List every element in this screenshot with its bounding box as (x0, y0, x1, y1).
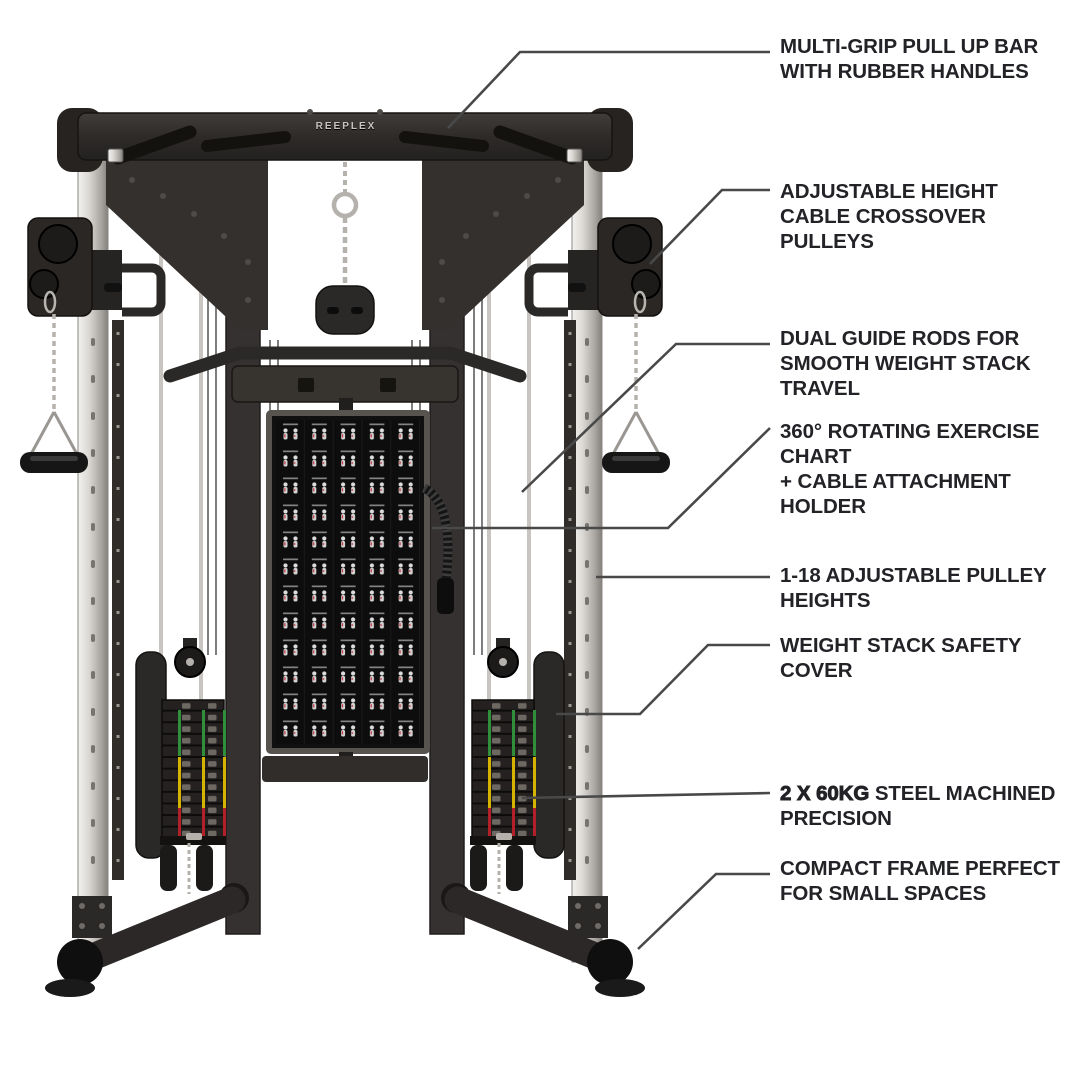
callout-line: WITH RUBBER HANDLES (780, 60, 1029, 83)
callout-exercise-chart: 360° ROTATING EXERCISE CHART + CABLE ATT… (780, 419, 1078, 519)
weight-stack-left (135, 638, 226, 894)
callout-weight-value: 2 X 60KG (780, 782, 870, 806)
leader-weight-stacks (521, 791, 771, 800)
callout-line: CABLE CROSSOVER PULLEYS (780, 205, 986, 253)
brand-logo: REEPLEX (315, 121, 377, 132)
callout-line: HEIGHTS (780, 589, 871, 612)
crossover-pulleys (27, 217, 663, 317)
weight-plates (161, 699, 225, 841)
lower-beam (262, 756, 428, 782)
callout-line: + CABLE ATTACHMENT (780, 470, 1011, 493)
callout-line: WEIGHT STACK SAFETY (780, 634, 1022, 657)
stirrup-handles (20, 314, 670, 473)
carriage-handle (122, 263, 166, 317)
weight-label (186, 833, 202, 840)
callout-line: COVER (780, 659, 853, 682)
pop-pin (568, 283, 586, 292)
callout-line: CHART (780, 445, 852, 468)
rubber-grip (399, 131, 489, 152)
callout-pullup-bar: MULTI-GRIP PULL UP BAR WITH RUBBER HANDL… (780, 34, 1078, 84)
leader-lines (432, 50, 771, 950)
rubber-grip (111, 125, 197, 165)
callout-line: MULTI-GRIP PULL UP BAR (780, 35, 1039, 58)
callout-line: TRAVEL (780, 377, 860, 400)
callout-guide-rods: DUAL GUIDE RODS FOR SMOOTH WEIGHT STACK … (780, 326, 1078, 401)
callout-line: COMPACT FRAME PERFECT (780, 857, 1060, 880)
callout-line: PRECISION (780, 807, 892, 830)
chart-hanger (163, 346, 527, 414)
leader-crossover (649, 188, 770, 265)
weight-label (496, 833, 512, 840)
callout-line: DUAL GUIDE RODS FOR (780, 327, 1020, 350)
callout-pulley-heights: 1-18 ADJUSTABLE PULLEY HEIGHTS (780, 563, 1078, 613)
selector-color-tabs (178, 710, 226, 838)
callout-safety-cover: WEIGHT STACK SAFETY COVER (780, 633, 1078, 683)
gusset-plates (106, 160, 584, 330)
base-feet (45, 883, 645, 997)
pop-pin (104, 283, 122, 292)
cable-attachment-holder (315, 162, 375, 335)
exercise-chart (266, 410, 430, 764)
callout-line: ADJUSTABLE HEIGHT (780, 180, 998, 203)
weight-stack-right (470, 638, 565, 894)
carriage-handle (524, 263, 568, 317)
callout-line: HOLDER (780, 495, 866, 518)
rubber-grip (493, 125, 579, 165)
pulley-height-rails (112, 320, 576, 880)
selector-color-tabs (488, 710, 536, 838)
callout-line: FOR SMALL SPACES (780, 882, 987, 905)
leader-safety-cover (556, 643, 770, 716)
weight-plates (471, 699, 535, 841)
leader-guide-rods (521, 342, 770, 493)
leader-pullup-bar (447, 50, 770, 129)
callout-compact-frame: COMPACT FRAME PERFECT FOR SMALL SPACES (780, 856, 1078, 906)
callout-line: STEEL MACHINED (869, 782, 1056, 805)
safety-cover (533, 651, 565, 859)
coil-attachment (421, 483, 454, 614)
callout-crossover-pulleys: ADJUSTABLE HEIGHT CABLE CROSSOVER PULLEY… (780, 179, 1078, 254)
callout-line: 360° ROTATING EXERCISE (780, 420, 1040, 443)
callout-line: SMOOTH WEIGHT STACK (780, 352, 1031, 375)
callout-weight-stacks: 2 X 60KG STEEL MACHINED PRECISION (780, 781, 1078, 831)
inner-columns (225, 221, 465, 935)
pullup-bar (57, 108, 633, 172)
callout-line: 1-18 ADJUSTABLE PULLEY (780, 564, 1047, 587)
leader-compact-frame (637, 872, 770, 950)
rubber-grip (201, 131, 291, 152)
leader-exercise-chart (432, 427, 771, 530)
